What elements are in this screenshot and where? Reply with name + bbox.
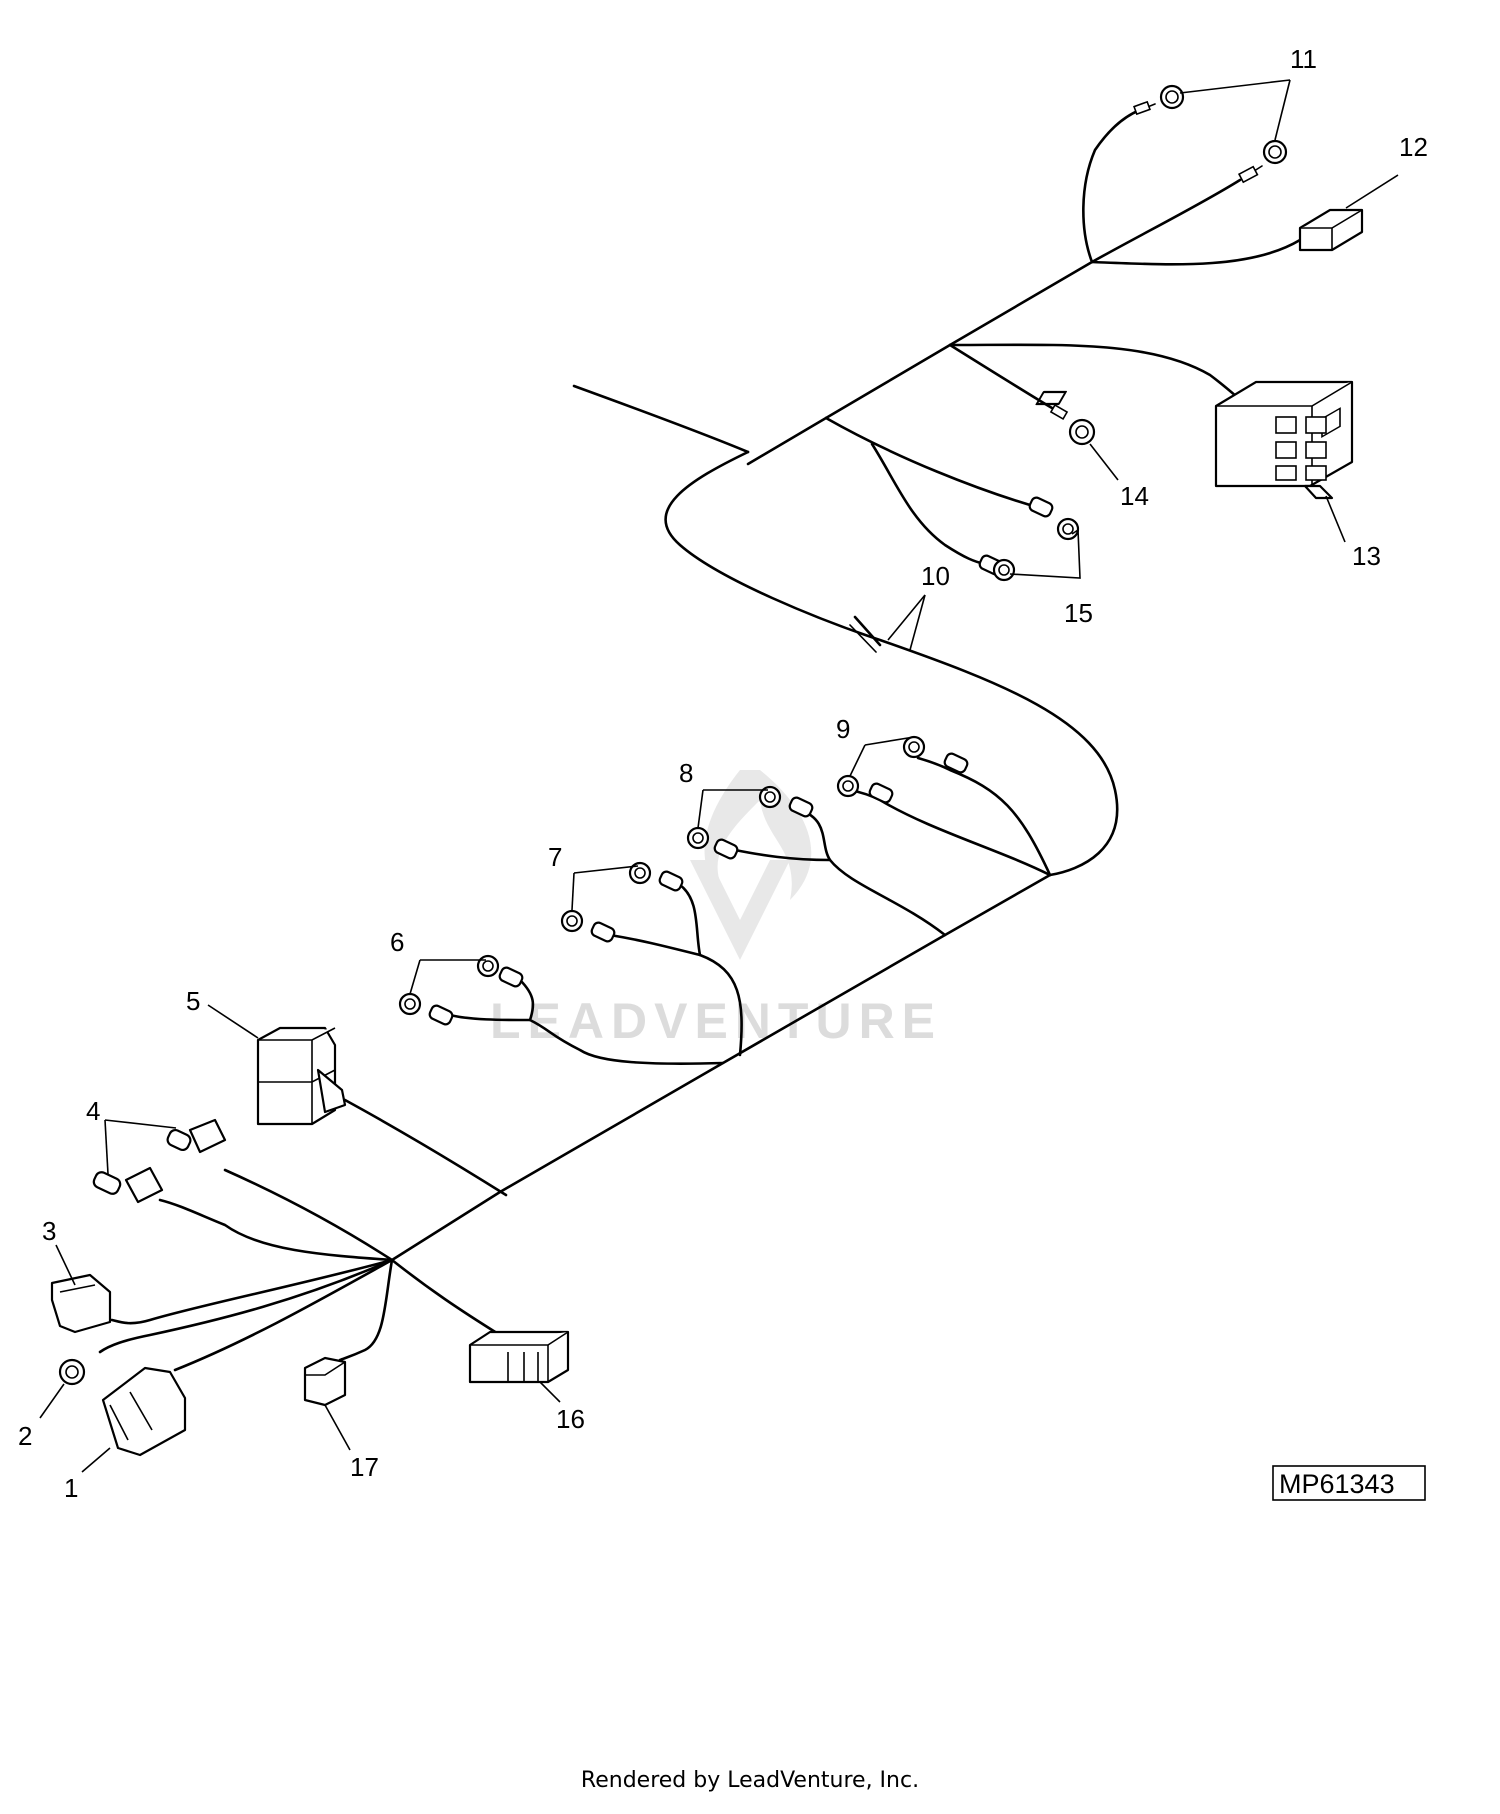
callout-7: 7 (548, 842, 562, 872)
footer-credit: Rendered by LeadVenture, Inc. (580, 1768, 920, 1793)
callout-17: 17 (350, 1452, 379, 1482)
branch-6 (398, 954, 725, 1065)
watermark: LEADVENTURE (490, 770, 942, 1049)
branch-8 (686, 785, 947, 937)
leader-lines (39, 79, 1399, 1473)
branch-11-12 (1082, 84, 1364, 266)
callout-8: 8 (679, 758, 693, 788)
callout-4: 4 (86, 1096, 100, 1126)
callout-15: 15 (1064, 598, 1093, 628)
callout-11: 11 (1290, 44, 1317, 74)
callout-3: 3 (42, 1216, 56, 1246)
branch-13 (948, 343, 1354, 500)
connector-5 (256, 1026, 508, 1197)
callout-6: 6 (390, 927, 404, 957)
branch-14 (948, 343, 1096, 446)
callout-2: 2 (18, 1421, 32, 1451)
callout-14: 14 (1120, 481, 1149, 511)
break-10 (849, 615, 882, 653)
callout-5: 5 (186, 986, 200, 1016)
branch-15 (824, 416, 1080, 582)
watermark-text: LEADVENTURE (490, 993, 942, 1049)
branch-7 (560, 861, 743, 1057)
callout-1: 1 (64, 1473, 78, 1503)
callout-10: 10 (921, 561, 950, 591)
branch-9 (836, 735, 1052, 877)
reference-code: MP61343 (1272, 1465, 1426, 1501)
reference-code-text: MP61343 (1279, 1469, 1395, 1499)
callout-9: 9 (836, 714, 850, 744)
hub-branches (50, 1118, 570, 1457)
callout-labels: 11 12 13 14 15 10 9 8 7 6 5 4 3 2 1 17 1… (18, 44, 1428, 1503)
main-harness (390, 260, 1119, 1262)
callout-13: 13 (1352, 541, 1381, 571)
callout-16: 16 (556, 1404, 585, 1434)
callout-12: 12 (1399, 132, 1428, 162)
